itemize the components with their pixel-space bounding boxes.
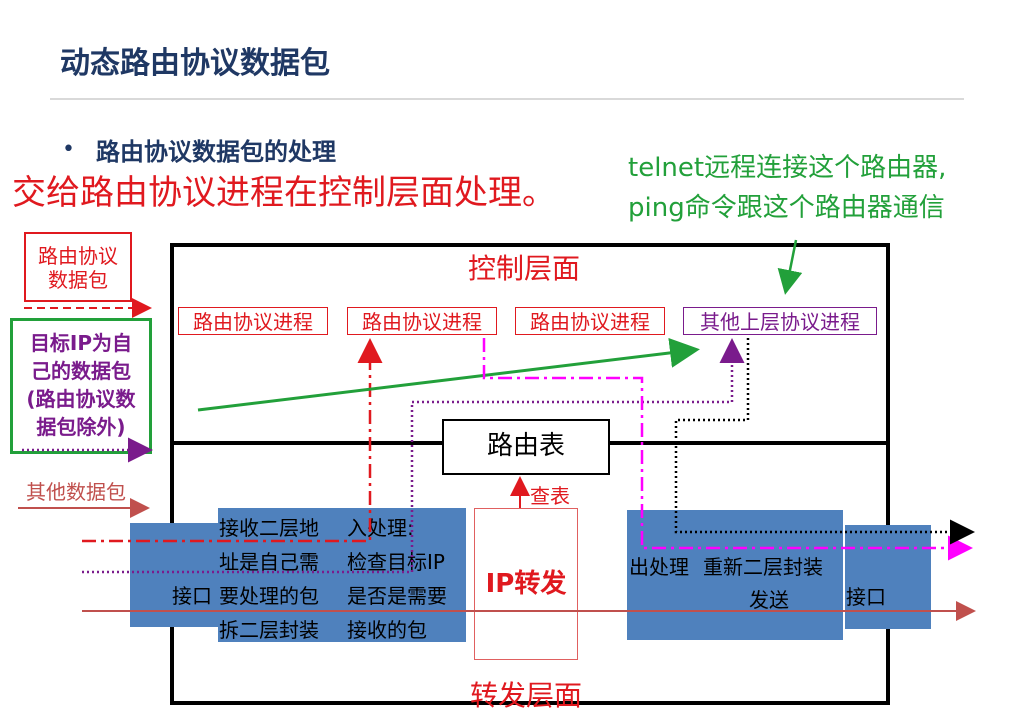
ingress-interface-label: 接口 <box>172 584 212 608</box>
other-packet-label: 其他数据包 <box>26 480 126 504</box>
ingress-layer2-block <box>218 508 346 642</box>
routing-packet-line2: 数据包 <box>48 268 108 292</box>
ingress-col1-line1: 接收二层地 <box>219 516 319 540</box>
control-plane-label: 控制层面 <box>468 252 581 285</box>
local-packet-line2: 己的数据包 <box>31 359 131 383</box>
green-note-arrow <box>777 239 803 295</box>
ingress-col2-line4: 接收的包 <box>347 618 427 642</box>
red-subtitle: 交给路由协议进程在控制层面处理。 <box>12 173 556 213</box>
local-packet-box: 目标IP为自 己的数据包 (路由协议数 据包除外) <box>10 318 152 454</box>
ingress-col1-line3: 要处理的包 <box>219 584 319 608</box>
ingress-col2-line1: 入处理: <box>347 516 414 540</box>
green-note-line2: ping命令跟这个路由器通信 <box>628 193 945 223</box>
local-packet-line4: 据包除外) <box>36 415 126 439</box>
router-frame <box>170 243 890 705</box>
routing-process-3: 路由协议进程 <box>515 307 665 335</box>
local-packet-path <box>82 338 745 574</box>
ingress-col2-line2: 检查目标IP <box>347 550 445 574</box>
routing-packet-line1: 路由协议 <box>38 244 118 268</box>
local-packet-line1: 目标IP为自 <box>29 331 133 355</box>
title-divider <box>50 98 964 100</box>
upper-layer-process: 其他上层协议进程 <box>683 307 877 335</box>
green-note-line1: telnet远程连接这个路由器, <box>628 153 947 183</box>
routing-table: 路由表 <box>442 419 610 475</box>
routing-packet-path <box>82 338 383 543</box>
egress-interface-label: 接口 <box>846 585 886 609</box>
bullet-heading: 路由协议数据包的处理 <box>96 138 336 166</box>
routing-process-2: 路由协议进程 <box>347 307 497 335</box>
page-title: 动态路由协议数据包 <box>60 46 330 81</box>
routing-process-1: 路由协议进程 <box>178 307 328 335</box>
magenta-out-path <box>482 338 973 561</box>
local-packet-line3: (路由协议数 <box>26 387 136 411</box>
ip-forwarding-box: IP转发 <box>474 508 578 660</box>
ingress-col1-line4: 拆二层封装 <box>219 618 319 642</box>
black-out-path <box>674 338 975 545</box>
egress-resend-line1: 重新二层封装 <box>703 555 823 579</box>
forwarding-plane-label: 转发层面 <box>470 679 583 712</box>
green-diagonal-arrow <box>197 337 700 412</box>
bullet-dot: • <box>62 137 75 162</box>
lookup-label: 查表 <box>530 484 570 508</box>
ingress-check-block <box>346 508 466 642</box>
ingress-col2-line3: 是否是需要 <box>347 584 447 608</box>
egress-resend-line2: 发送 <box>749 588 789 612</box>
green-note: telnet远程连接这个路由器, ping命令跟这个路由器通信 <box>628 148 946 228</box>
routing-packet-box: 路由协议 数据包 <box>24 232 132 302</box>
egress-out-label: 出处理 <box>629 555 689 579</box>
ingress-col1-line2: 址是自己需 <box>219 550 319 574</box>
